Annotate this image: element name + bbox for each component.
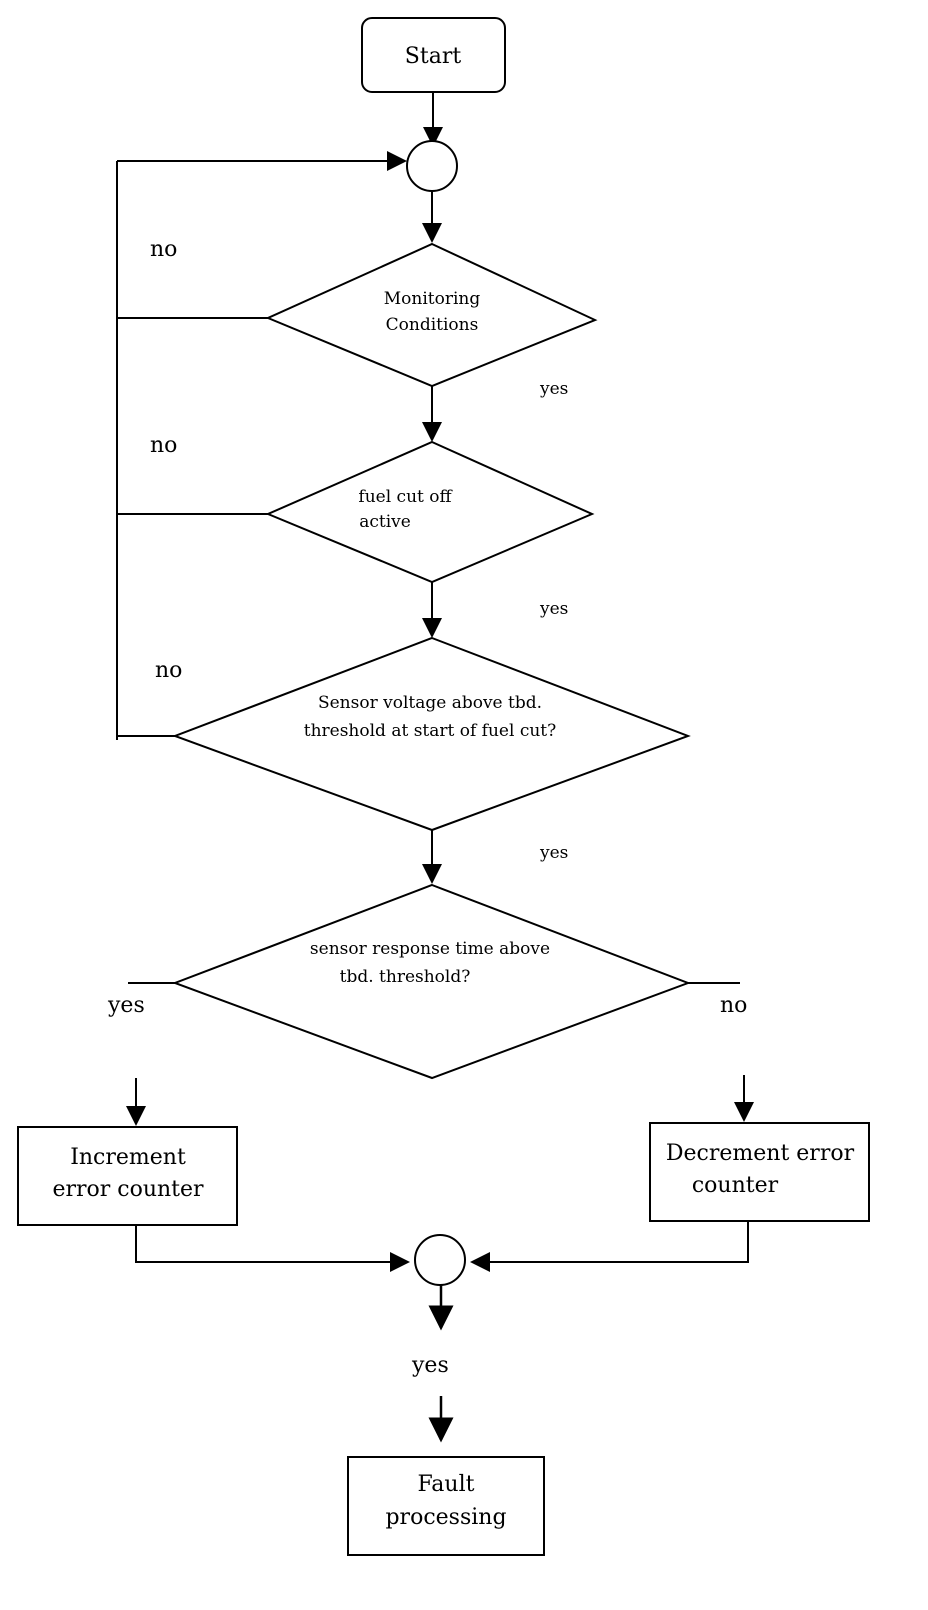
fuel-yes-label: yes [539, 599, 568, 619]
fault-label-line1: Fault [418, 1472, 475, 1497]
response-yes-label: yes [107, 993, 145, 1018]
process-increment [17, 1126, 238, 1226]
decision-fuel-label-line2: active [359, 512, 411, 532]
response-no-label: no [720, 993, 747, 1018]
fault-label-line2: processing [385, 1505, 506, 1530]
decision-monitoring-label-line2: Conditions [386, 315, 479, 335]
voltage-no-label: no [155, 658, 182, 683]
decision-voltage-label-line1: Sensor voltage above tbd. [318, 693, 542, 713]
decision-response-label-line2: tbd. threshold? [340, 967, 471, 987]
connector-increment-merge [135, 1225, 410, 1272]
bottom-yes-label: yes [411, 1353, 449, 1378]
decision-monitoring-label-line1: Monitoring [384, 289, 481, 309]
process-decrement [649, 1122, 870, 1222]
monitoring-yes-label: yes [539, 379, 568, 399]
decision-response-time [172, 883, 691, 1080]
decision-voltage-label-line2: threshold at start of fuel cut? [304, 721, 557, 741]
increment-label-line1: Increment [70, 1145, 186, 1170]
decision-response-label-line1: sensor response time above [310, 939, 550, 959]
merge-circle-bottom [414, 1234, 466, 1286]
monitoring-no-label: no [150, 237, 177, 262]
increment-label-line2: error counter [52, 1177, 204, 1202]
decrement-label-line1: Decrement error [666, 1141, 855, 1166]
process-fault [347, 1456, 545, 1556]
decision-fuel-cut-off [265, 440, 595, 584]
start-label: Start [405, 44, 462, 69]
connector-decrement-merge [470, 1221, 749, 1272]
decision-fuel-label-line1: fuel cut off [358, 487, 453, 507]
fuel-no-label: no [150, 433, 177, 458]
decrement-label-line2: counter [692, 1173, 779, 1198]
voltage-yes-label: yes [539, 843, 568, 863]
merge-circle-top [406, 140, 458, 192]
